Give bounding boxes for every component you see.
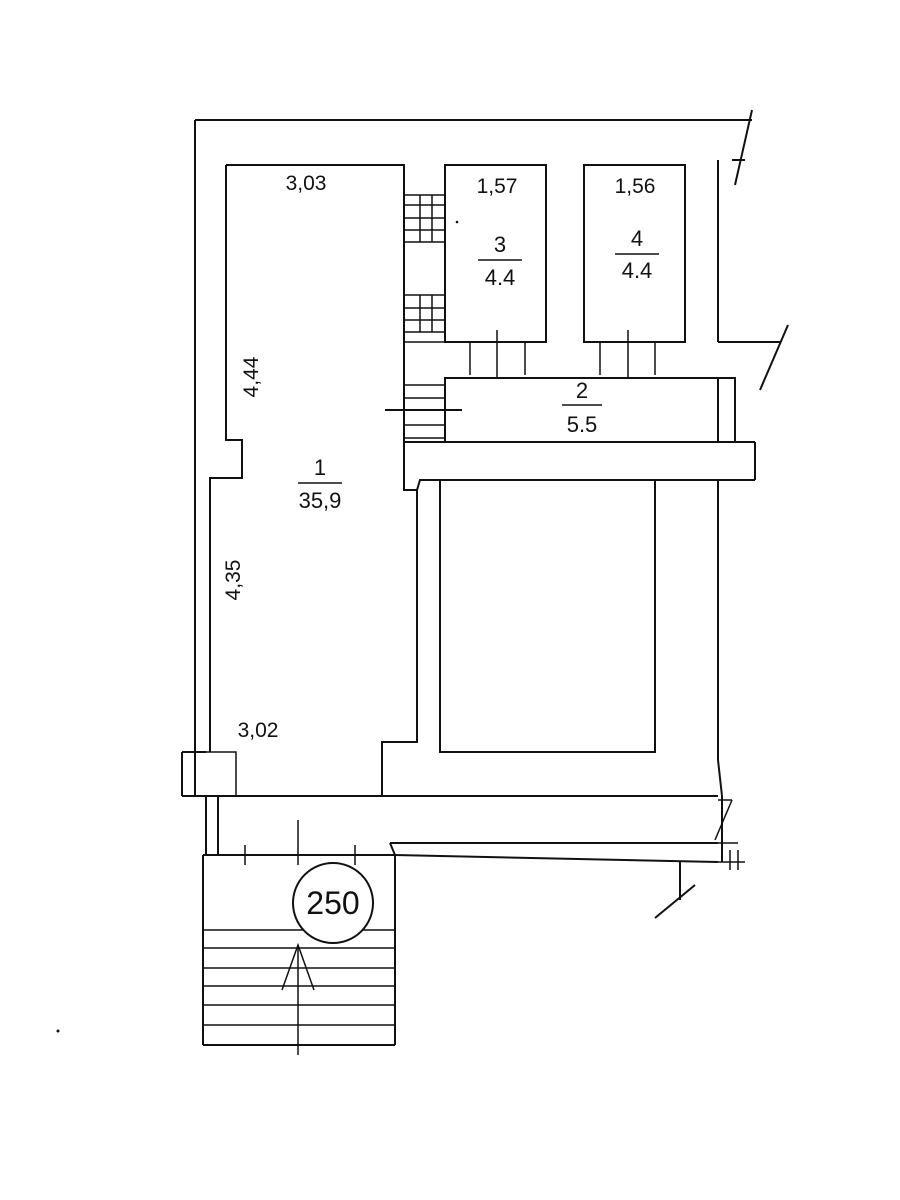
- marker-label: 250: [306, 885, 359, 921]
- room-3: [444, 164, 547, 392]
- room-label-1: 1 35,9: [298, 455, 342, 513]
- front-terrace: [203, 796, 745, 919]
- entry-arrow-icon: [281, 942, 315, 991]
- dimension-labels: 3,03 4,44 4,35 3,02 1,57 1,56: [222, 172, 655, 742]
- scan-speck: [455, 220, 459, 224]
- room-label-3: 3 4.4: [478, 232, 522, 290]
- room-2: [385, 377, 736, 443]
- room-1-area: 35,9: [299, 488, 342, 513]
- dim-room4-top: 1,56: [615, 175, 656, 198]
- inner-block: [403, 441, 718, 753]
- marker-badge: 250: [292, 862, 374, 944]
- dim-room1-bottom: 3,02: [238, 719, 279, 742]
- room-2-area: 5.5: [567, 412, 598, 437]
- room-1: [206, 164, 418, 796]
- dim-room3-top: 1,57: [477, 175, 518, 198]
- dim-room1-left-lower: 4,35: [222, 560, 245, 601]
- stair-upper: [404, 194, 445, 439]
- room-3-area: 4.4: [485, 265, 516, 290]
- room-4-area: 4.4: [622, 258, 653, 283]
- outer-walls: [181, 109, 789, 862]
- dim-room1-left-upper: 4,44: [240, 356, 263, 397]
- room-4-number: 4: [631, 226, 643, 251]
- dim-room1-top: 3,03: [286, 172, 327, 195]
- room-2-number: 2: [576, 378, 588, 403]
- room-label-4: 4 4.4: [615, 226, 659, 283]
- room-3-number: 3: [494, 232, 506, 257]
- room-1-number: 1: [314, 455, 326, 480]
- scan-speck: [56, 1029, 60, 1033]
- room-label-2: 2 5.5: [562, 378, 602, 437]
